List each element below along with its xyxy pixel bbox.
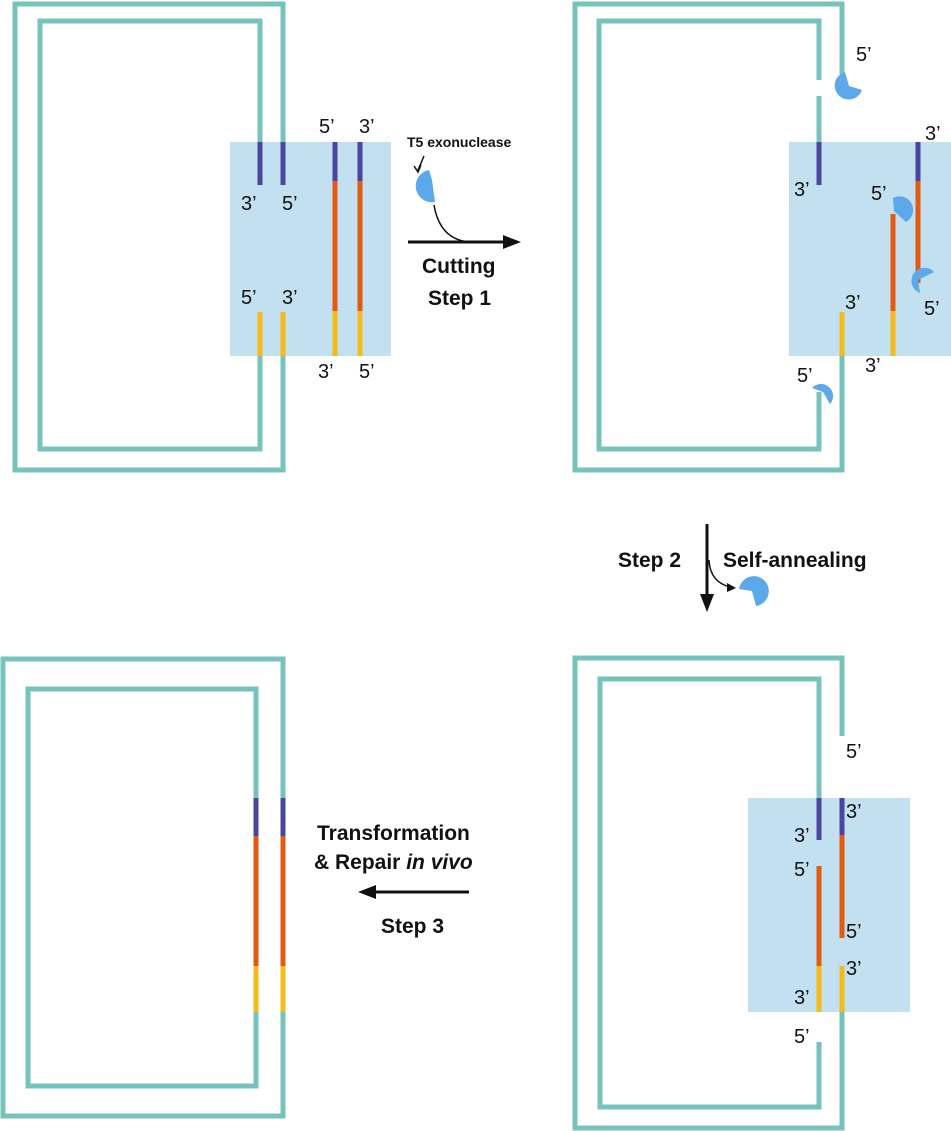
end-label: 5’ <box>924 298 940 320</box>
end-label: 3’ <box>845 292 861 314</box>
vector-backbone <box>572 655 845 1131</box>
insert-overlap-box <box>748 798 910 1012</box>
end-label: 3’ <box>846 801 862 823</box>
insert-overlap-box <box>230 142 391 356</box>
end-label: 5’ <box>241 287 257 309</box>
step3-arrowhead <box>358 885 376 899</box>
end-label: 3’ <box>794 987 810 1009</box>
end-label: 5’ <box>319 116 335 138</box>
end-label: 3’ <box>241 193 257 215</box>
vector-backbone <box>12 1 286 473</box>
enzyme-pointer-arrow <box>417 155 425 171</box>
panel-annealed: 5’ 3’ 3’ 5’ 5’ 3’ 3’ 5’ <box>572 655 910 1131</box>
end-label: 5’ <box>856 44 872 66</box>
end-label: 5’ <box>282 193 298 215</box>
step2-group: Step 2 Self-annealing <box>618 524 867 612</box>
step2-number: Step 2 <box>618 549 681 572</box>
step1-arrowhead <box>503 235 521 249</box>
panel-exonuclease-chewback: 5’ 3’ 3’ 5’ 3’ 5’ 3’ 5’ <box>572 1 951 473</box>
insert-overlap-box <box>789 142 951 356</box>
pacman-enzyme-icon <box>812 383 834 404</box>
vector-backbone <box>572 1 845 473</box>
end-label: 3’ <box>282 287 298 309</box>
curved-arrow-stem <box>433 204 471 243</box>
vector-backbone <box>0 656 286 1119</box>
end-label: 5’ <box>794 1026 810 1048</box>
step3-subtitle: & Repair in vivo <box>314 851 473 874</box>
step1-group: T5 exonuclease Cutting Step 1 <box>407 134 521 310</box>
curved-arrow-stem <box>708 559 731 588</box>
end-label: 5’ <box>359 361 375 383</box>
end-label: 3’ <box>318 361 334 383</box>
end-label: 5’ <box>871 183 887 205</box>
end-label: 3’ <box>865 355 881 377</box>
step1-number: Step 1 <box>428 287 491 310</box>
end-label: 3’ <box>794 179 810 201</box>
step1-title: Cutting <box>422 255 495 278</box>
end-label: 5’ <box>797 365 813 387</box>
enzyme-name-label: T5 exonuclease <box>407 134 511 150</box>
pacman-enzyme-icon <box>834 72 862 100</box>
step3-group: Transformation & Repair in vivo Step 3 <box>314 822 473 938</box>
pacman-enzyme-icon <box>911 267 934 293</box>
panel-initial-fragments: 5’ 3’ 3’ 5’ 5’ 3’ 3’ 5’ <box>12 1 391 473</box>
pacman-enzyme-icon <box>739 576 769 606</box>
end-label: 3’ <box>794 825 810 847</box>
end-label: 3’ <box>846 958 862 980</box>
end-label: 5’ <box>846 741 862 763</box>
step2-arrowhead <box>700 594 714 612</box>
panel-assembled-plasmid <box>0 656 286 1119</box>
step3-title: Transformation <box>317 822 470 845</box>
step3-number: Step 3 <box>381 915 444 938</box>
step2-title: Self-annealing <box>723 549 867 572</box>
pacman-enzyme-icon <box>415 170 435 203</box>
end-label: 5’ <box>846 921 862 943</box>
end-label: 3’ <box>925 123 941 145</box>
end-label: 3’ <box>359 116 375 138</box>
pacman-enzyme-icon <box>893 196 914 222</box>
end-label: 5’ <box>794 859 810 881</box>
